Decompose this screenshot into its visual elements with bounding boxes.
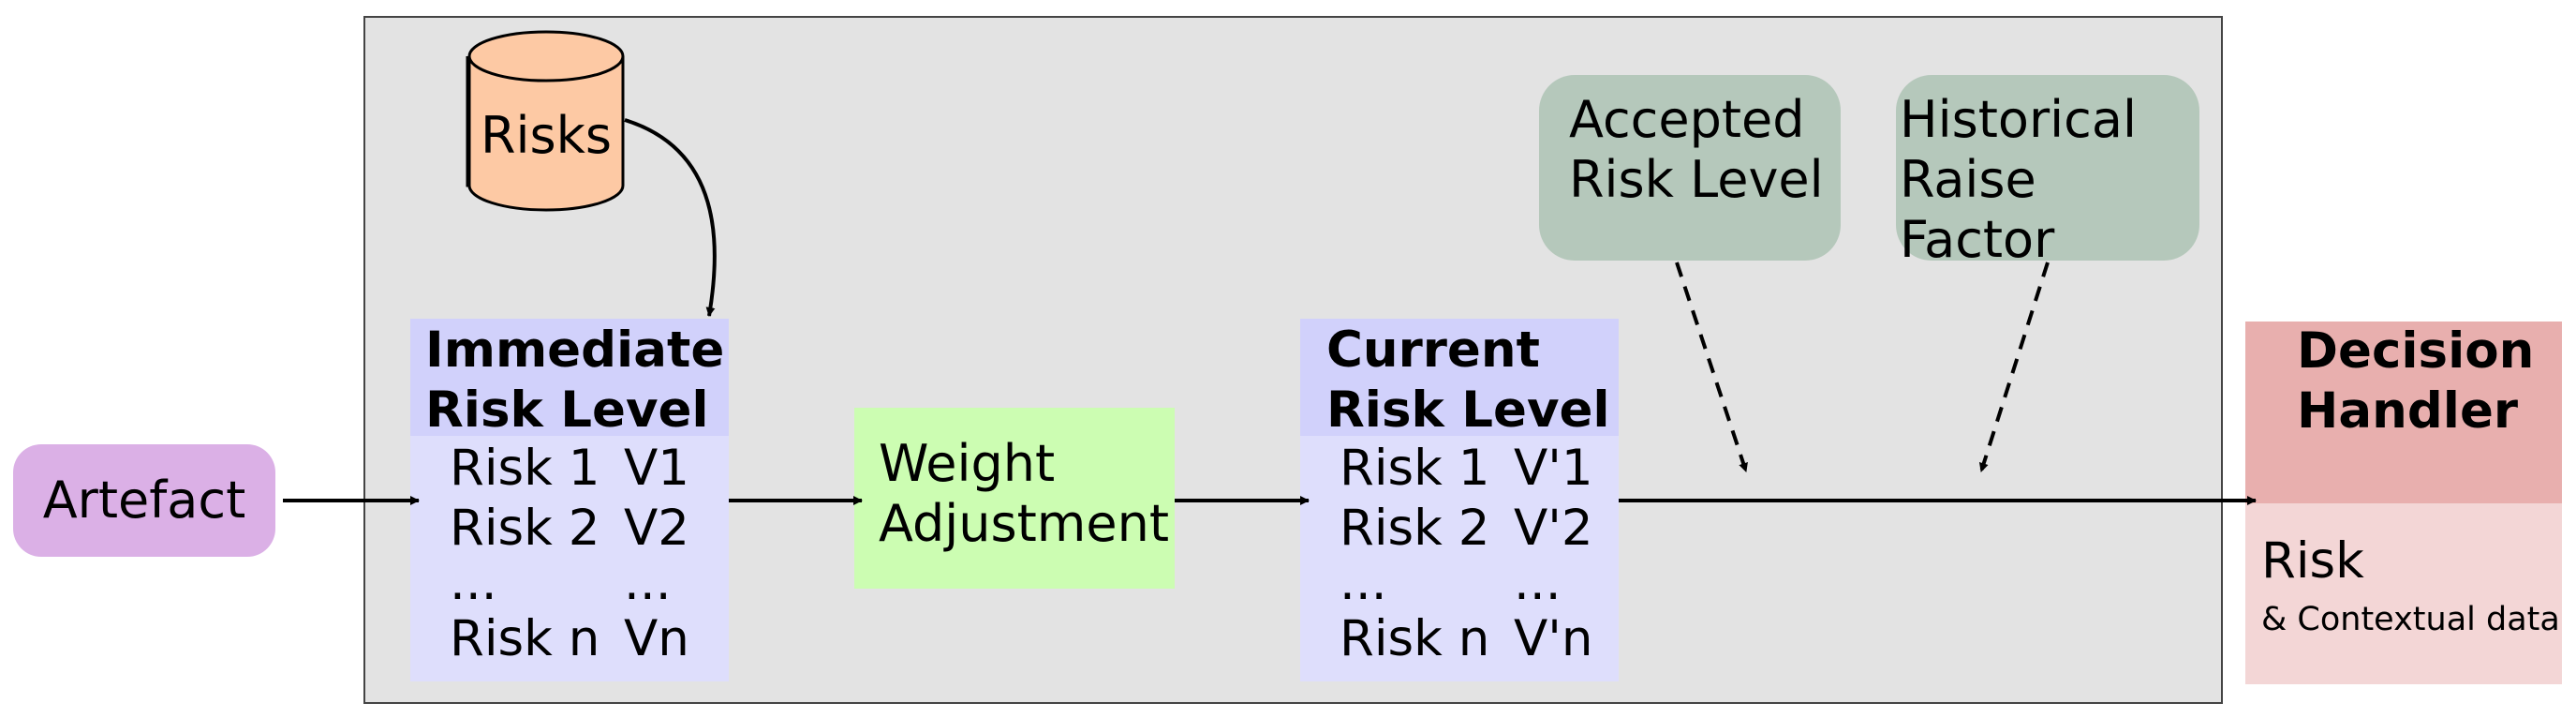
artefact-label: Artefact (42, 471, 246, 530)
risks-to-immediate-arrow (624, 118, 717, 317)
risks-database-label: Risks (481, 106, 612, 165)
immediate-risk-value: V2 (624, 500, 689, 557)
weight-adjustment-line2: Adjustment (879, 494, 1170, 553)
decision-risk-label: Risk (2261, 532, 2364, 590)
immediate-risk-value: ... (624, 554, 672, 611)
weight-adjustment-line1: Weight (879, 434, 1056, 493)
current-risk-level-header: Current Risk Level (1300, 319, 1619, 439)
immediate-risk-level-table: Risk 1 V1 Risk 2 V2 ... ... Risk n Vn (410, 436, 729, 681)
historical-raise-factor-line1: Historical (1900, 90, 2137, 149)
current-risk-value: ... (1514, 554, 1562, 611)
current-risk-value: V'n (1514, 610, 1593, 667)
current-risk-value: V'2 (1514, 500, 1593, 557)
immediate-risk-value: V1 (624, 440, 689, 497)
immediate-risk-name: Risk n (450, 610, 600, 667)
risks-database-icon (466, 30, 625, 212)
decision-handler-title-line1: Decision (2297, 322, 2535, 380)
current-risk-name: Risk 2 (1340, 500, 1490, 557)
accepted-risk-dashed-arrow (1675, 262, 1748, 472)
immediate-risk-name: Risk 2 (450, 500, 600, 557)
current-risk-name: ... (1340, 554, 1387, 611)
historical-raise-factor-node: Historical Raise Factor (1896, 75, 2199, 269)
decision-context-label: & Contextual data (2261, 601, 2560, 638)
immediate-risk-level-title-line1: Immediate (425, 322, 725, 379)
immediate-risk-level-title-line2: Risk Level (425, 381, 709, 439)
immediate-risk-level-header: Immediate Risk Level (410, 319, 729, 439)
weight-adjustment-node: Weight Adjustment (854, 408, 1175, 589)
accepted-risk-level-node: Accepted Risk Level (1539, 75, 1841, 261)
accepted-risk-level-line2: Risk Level (1569, 150, 1824, 209)
current-risk-name: Risk 1 (1340, 440, 1490, 497)
immediate-risk-value: Vn (624, 610, 689, 667)
decision-handler-body: Risk & Contextual data (2245, 503, 2562, 684)
current-risk-level-title-line2: Risk Level (1326, 381, 1610, 439)
immediate-risk-name: Risk 1 (450, 440, 600, 497)
current-risk-name: Risk n (1340, 610, 1490, 667)
artefact-node: Artefact (13, 444, 275, 557)
decision-handler-header: Decision Handler (2245, 322, 2562, 503)
accepted-risk-level-line1: Accepted (1569, 90, 1805, 149)
current-risk-level-title-line1: Current (1326, 322, 1540, 379)
decision-handler-title-line2: Handler (2297, 382, 2519, 440)
current-risk-level-table: Risk 1 V'1 Risk 2 V'2 ... ... Risk n V'n (1300, 436, 1619, 681)
historical-factor-dashed-arrow (1978, 262, 2050, 472)
immediate-risk-name: ... (450, 554, 497, 611)
current-risk-value: V'1 (1514, 440, 1593, 497)
historical-raise-factor-line2: Raise Factor (1900, 150, 2055, 269)
